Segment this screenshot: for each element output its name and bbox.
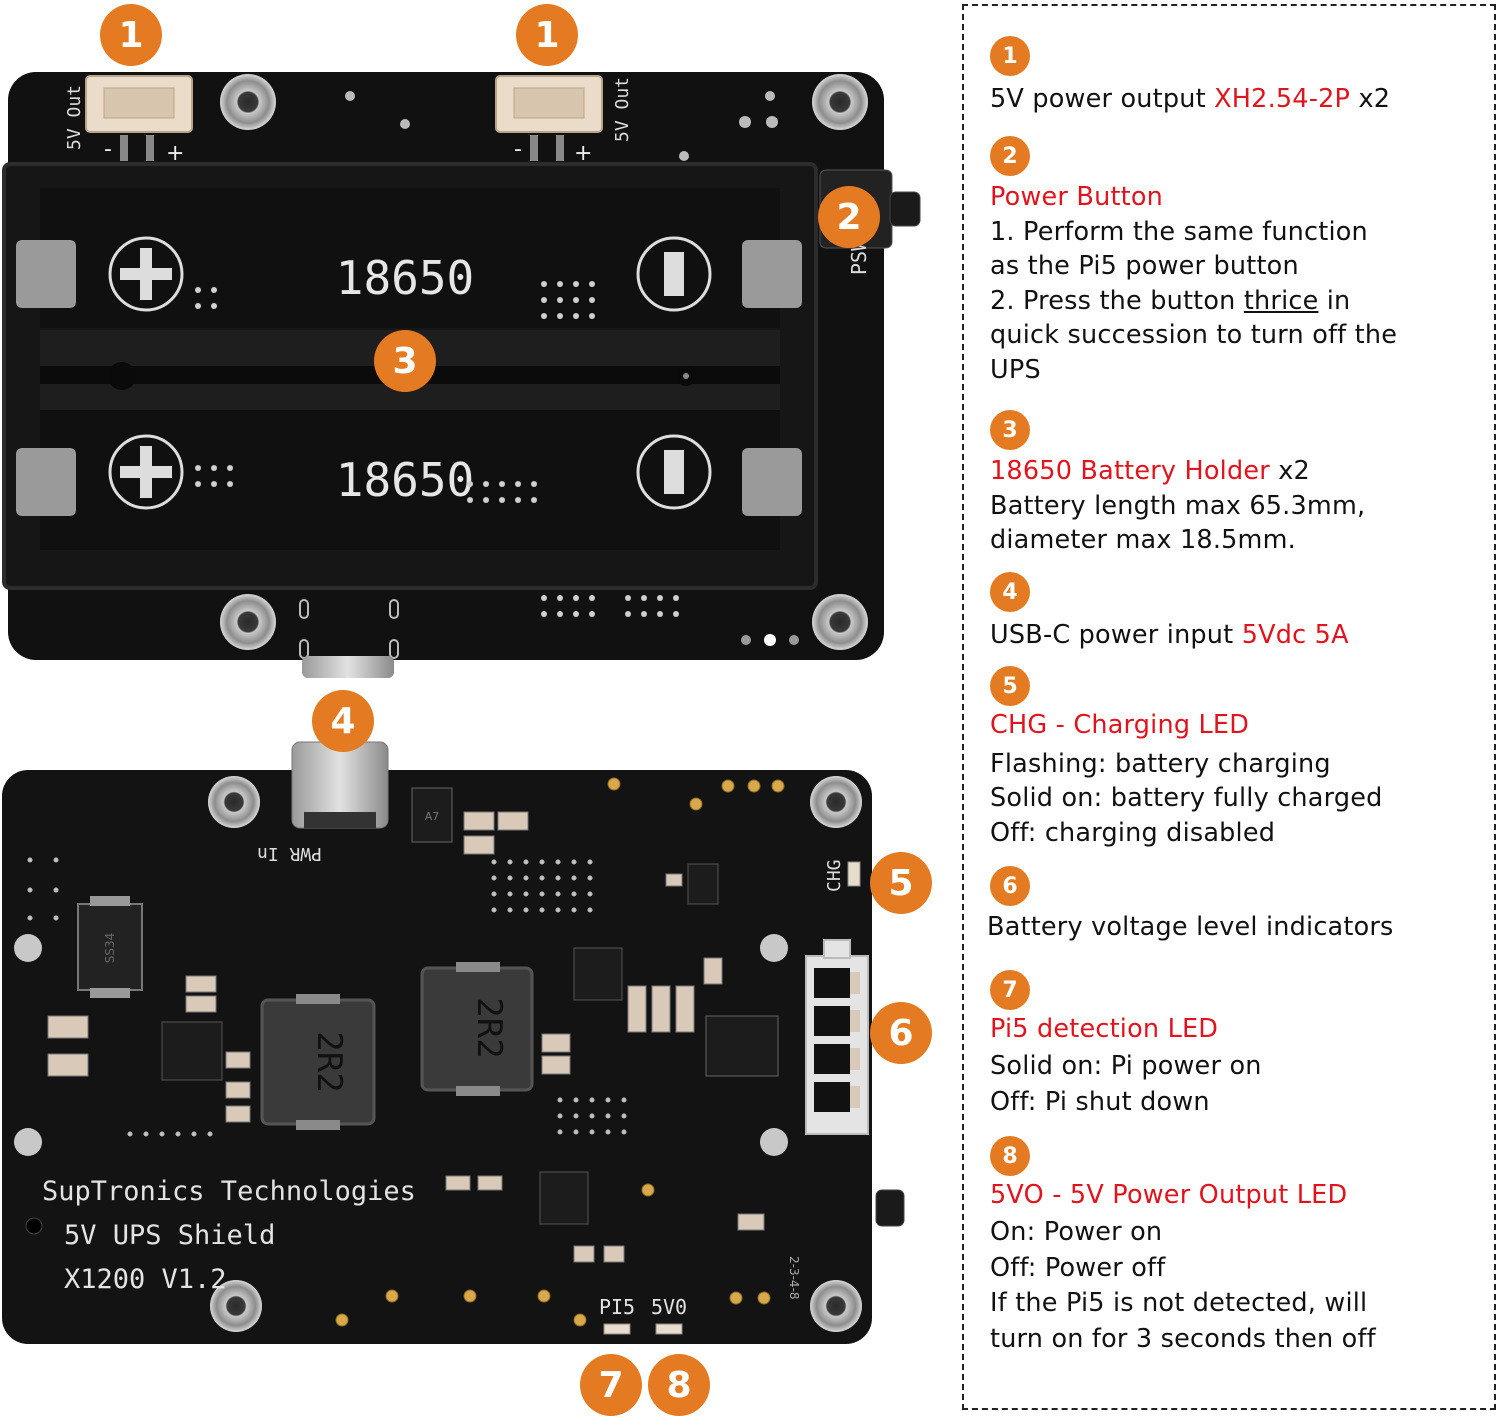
legend-2-line-3: 2. Press the button thrice in (990, 285, 1351, 316)
legend-2-title: Power Button (990, 182, 1164, 212)
brand-line-1: SupTronics Technologies (42, 1176, 416, 1207)
badge-7: 7 (580, 1354, 642, 1416)
brand-line-2: 5V UPS Shield (64, 1220, 275, 1251)
legend-7-line-1: Solid on: Pi power on (990, 1050, 1262, 1081)
xh-connector-left: - + 5V Out (64, 75, 193, 166)
legend-badge-2: 2 (990, 136, 1030, 176)
badge-8: 8 (648, 1354, 710, 1416)
svg-text:2R2: 2R2 (309, 1031, 349, 1092)
usb-c-port: PWR In (257, 741, 389, 864)
legend-2-line-1: 1. Perform the same function (990, 216, 1368, 247)
legend-8-line-1: On: Power on (990, 1216, 1163, 1247)
legend-badge-3: 3 (990, 410, 1030, 450)
inductor-left: 2R2 (260, 994, 376, 1130)
5vo-led-label: 5V0 (651, 1295, 687, 1319)
legend-2-line-5: UPS (990, 354, 1041, 385)
legend-section-3: 3 18650 Battery Holder x2 Battery length… (990, 410, 1495, 558)
legend-5-line-1: Flashing: battery charging (990, 748, 1331, 779)
legend-section-6: 6 Battery voltage level indicators (987, 866, 1495, 945)
legend-2-line-2: as the Pi5 power button (990, 251, 1299, 281)
top-board: PSW - + 5V Out - + 5V Out (2, 72, 921, 678)
screw (812, 594, 868, 650)
screw (810, 776, 862, 828)
legend-section-7: 7 Pi5 detection LED Solid on: Pi power o… (990, 970, 1495, 1120)
screw (810, 1280, 862, 1332)
badge-4: 4 (312, 690, 374, 752)
legend-badge-4: 4 (990, 572, 1030, 612)
legend-badge-5: 5 (990, 666, 1030, 706)
legend-4-text: USB-C power input 5Vdc 5A (990, 620, 1349, 650)
battery-label-bottom: 18650 (336, 453, 474, 507)
legend-3-title: 18650 Battery Holder x2 (990, 456, 1310, 486)
svg-text:A7: A7 (425, 810, 440, 823)
legend-section-4: 4 USB-C power input 5Vdc 5A (990, 572, 1495, 653)
battery-label-top: 18650 (336, 251, 474, 305)
svg-text:-: - (514, 137, 522, 162)
pwr-in-label: PWR In (257, 843, 322, 864)
badge-1-right: 1 (516, 4, 578, 66)
legend-badge-6: 6 (990, 866, 1030, 906)
legend-8-line-2: Off: Power off (990, 1253, 1166, 1283)
legend-panel: 1 5V power output XH2.54-2P x2 2 Power B… (962, 4, 1496, 1410)
brand-line-3: X1200 V1.2 (64, 1264, 227, 1295)
legend-badge-7: 7 (990, 970, 1030, 1010)
badge-3: 3 (374, 330, 436, 392)
svg-text:2R2: 2R2 (469, 997, 509, 1058)
legend-8-title: 5VO - 5V Power Output LED (990, 1180, 1348, 1210)
svg-text:SS34: SS34 (103, 933, 117, 964)
5v-out-label-right: 5V Out (612, 77, 633, 142)
screw (210, 1280, 262, 1332)
badge-2: 2 (818, 186, 880, 248)
legend-badge-1: 1 (990, 36, 1030, 76)
legend-5-title: CHG - Charging LED (990, 710, 1250, 740)
svg-text:+: + (166, 141, 184, 166)
legend-section-1: 1 5V power output XH2.54-2P x2 (990, 36, 1495, 117)
legend-7-line-2: Off: Pi shut down (990, 1087, 1210, 1117)
battery-level-indicator (805, 939, 869, 1135)
legend-6-text: Battery voltage level indicators (987, 912, 1394, 942)
legend-section-5: 5 CHG - Charging LED Flashing: battery c… (990, 666, 1495, 850)
pi5-led-label: PI5 (599, 1295, 635, 1319)
legend-badge-8: 8 (990, 1136, 1030, 1176)
screw (208, 776, 260, 828)
legend-5-line-3: Off: charging disabled (990, 817, 1276, 848)
badge-5: 5 (870, 852, 932, 914)
legend-3-line-1: Battery length max 65.3mm, (990, 490, 1366, 521)
screw (220, 594, 276, 650)
legend-5-line-2: Solid on: battery fully charged (990, 783, 1383, 813)
svg-text:+: + (574, 141, 592, 166)
5v-out-label-left: 5V Out (64, 85, 85, 150)
inductor-right: 2R2 (420, 962, 534, 1096)
badge-6: 6 (870, 1002, 932, 1064)
screw (220, 74, 276, 130)
legend-8-line-4: turn on for 3 seconds then off (990, 1324, 1376, 1354)
svg-text:2-3-4-8: 2-3-4-8 (787, 1256, 801, 1300)
legend-2-line-4: quick succession to turn off the (990, 320, 1398, 350)
xh-connector-right: - + 5V Out (495, 75, 633, 166)
legend-1-text: 5V power output XH2.54-2P x2 (990, 84, 1391, 114)
legend-3-line-2: diameter max 18.5mm. (990, 525, 1296, 555)
board-illustration: PSW - + 5V Out - + 5V Out (2, 72, 921, 1344)
legend-section-2: 2 Power Button 1. Perform the same funct… (990, 136, 1495, 387)
svg-text:-: - (104, 137, 112, 162)
legend-7-title: Pi5 detection LED (990, 1014, 1219, 1044)
badge-1-left: 1 (100, 4, 162, 66)
legend-section-8: 8 5VO - 5V Power Output LED On: Power on… (990, 1136, 1495, 1357)
chg-label: CHG (824, 859, 845, 892)
screw (812, 74, 868, 130)
legend-8-line-3: If the Pi5 is not detected, will (990, 1287, 1368, 1318)
bottom-board: PWR In 2R2 2R2 SS34 A7 (2, 741, 905, 1344)
